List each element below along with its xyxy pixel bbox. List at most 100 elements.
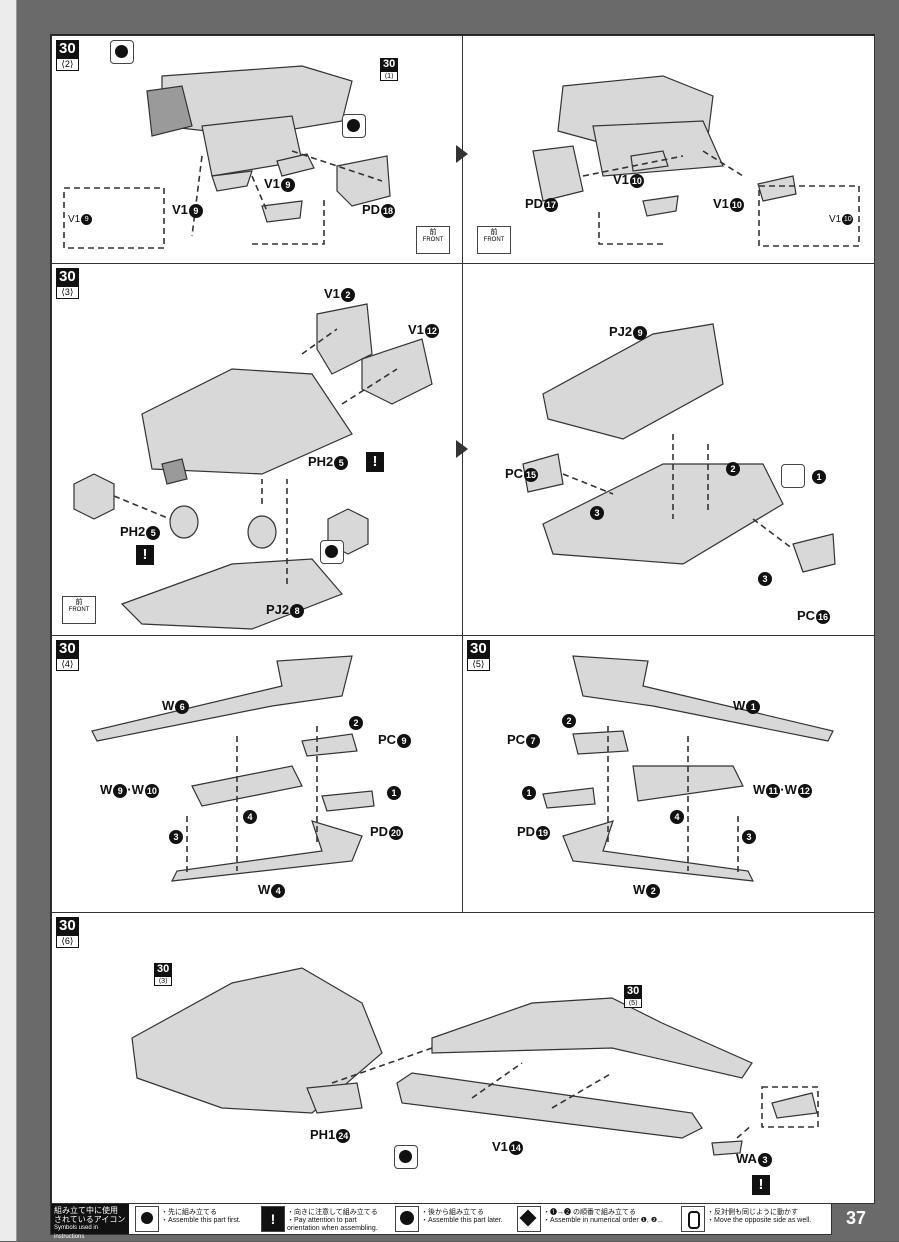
assembly-drawing-4 xyxy=(91,655,375,882)
step-badge: 30 ⟨4⟩ xyxy=(56,640,79,671)
reference-badge: 30 ⟨1⟩ xyxy=(380,58,399,81)
step-sub: ⟨3⟩ xyxy=(56,286,79,299)
page-number: 37 xyxy=(846,1208,867,1228)
step-order-3: 3 xyxy=(589,504,604,520)
orientation-warning-icon: ! xyxy=(752,1175,770,1195)
step-order-3: 3 xyxy=(757,570,772,586)
step-sub: ⟨4⟩ xyxy=(56,658,79,671)
assemble-later-icon xyxy=(394,1145,418,1169)
legend-orientation: ! ・向きに注意して組み立てる・Pay attention to part or… xyxy=(261,1206,395,1232)
icon-legend: 組み立て中に使用 されているアイコン Symbols used in instr… xyxy=(50,1203,832,1240)
step-order-1: 1 xyxy=(521,784,536,800)
legend-assemble-first: ・先に組み立てる・Assemble this part first. xyxy=(135,1206,263,1232)
step-badge: 30 ⟨2⟩ xyxy=(56,40,79,71)
legend-title: 組み立て中に使用 されているアイコン Symbols used in instr… xyxy=(51,1204,129,1240)
step-badge: 30 ⟨3⟩ xyxy=(56,268,79,299)
step-badge: 30 ⟨5⟩ xyxy=(467,640,490,671)
orientation-warning-icon: ! xyxy=(261,1206,285,1232)
step-order-1: 1 xyxy=(811,468,826,484)
orientation-warning-icon: ! xyxy=(136,545,154,565)
ref-step-sub: ⟨1⟩ xyxy=(380,71,399,81)
assemble-first-icon xyxy=(342,114,366,138)
assembly-drawing-5 xyxy=(542,655,834,882)
step-order-4: 4 xyxy=(242,808,257,824)
reference-badge-30-3: 30 ⟨3⟩ xyxy=(154,963,173,986)
step-sub: ⟨6⟩ xyxy=(56,935,79,948)
legend-numerical-order: ・❶→❷ の順番で組み立てる・Assemble in numerical ord… xyxy=(517,1206,681,1232)
assembly-drawing-6 xyxy=(131,967,819,1156)
assembly-drawing-3b xyxy=(522,323,836,573)
assembly-drawing-2 xyxy=(63,65,391,249)
sequence-arrow xyxy=(456,440,468,458)
step-number: 30 xyxy=(56,917,79,935)
step-sub: ⟨5⟩ xyxy=(467,658,490,671)
assemble-later-icon xyxy=(320,540,344,564)
move-opposite-side-icon xyxy=(681,1206,705,1232)
ref-step-number: 30 xyxy=(154,963,173,976)
ref-step-number: 30 xyxy=(380,58,399,71)
ref-step-number: 30 xyxy=(624,985,643,998)
legend-move-opposite: ・反対側も同じように動かす・Move the opposite side as … xyxy=(681,1206,829,1232)
assemble-later-icon xyxy=(395,1206,419,1232)
step-order-2: 2 xyxy=(561,712,576,728)
orientation-warning-icon: ! xyxy=(366,452,384,472)
ref-step-sub: ⟨5⟩ xyxy=(624,998,643,1008)
assembly-drawing-2b xyxy=(532,75,860,247)
step-number: 30 xyxy=(467,640,490,658)
step-order-3: 3 xyxy=(168,828,183,844)
assemble-first-icon xyxy=(135,1206,159,1232)
step-order-1: 1 xyxy=(386,784,401,800)
step-badge: 30 ⟨6⟩ xyxy=(56,917,79,948)
numerical-order-icon xyxy=(517,1206,541,1232)
step-number: 30 xyxy=(56,40,79,58)
step-order-2: 2 xyxy=(348,714,363,730)
step-sub: ⟨2⟩ xyxy=(56,58,79,71)
step-number: 30 xyxy=(56,268,79,286)
move-opposite-side-icon xyxy=(781,464,805,488)
assemble-first-icon xyxy=(110,40,134,64)
ref-step-sub: ⟨3⟩ xyxy=(154,976,173,986)
previous-page-edge xyxy=(0,0,17,1241)
step-order-3: 3 xyxy=(741,828,756,844)
sequence-arrow xyxy=(456,145,468,163)
